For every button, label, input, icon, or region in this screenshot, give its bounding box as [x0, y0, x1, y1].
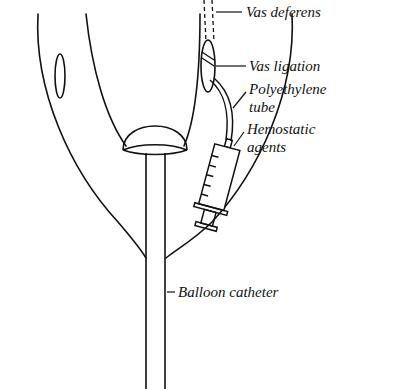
catheter: [146, 153, 165, 389]
part-label: Vas deferens: [246, 3, 396, 21]
part-label: Balloon catheter: [178, 283, 338, 301]
part-label: Hemostatic agents: [247, 120, 343, 156]
part-label: Polyethylene tube: [249, 80, 345, 116]
syringe: [189, 135, 246, 233]
balloon: [123, 126, 187, 155]
polyethylene-tube: [210, 78, 233, 141]
leader-lines: [167, 12, 246, 292]
part-label: Vas ligation: [249, 57, 394, 75]
vas-deferens: [201, 0, 215, 92]
